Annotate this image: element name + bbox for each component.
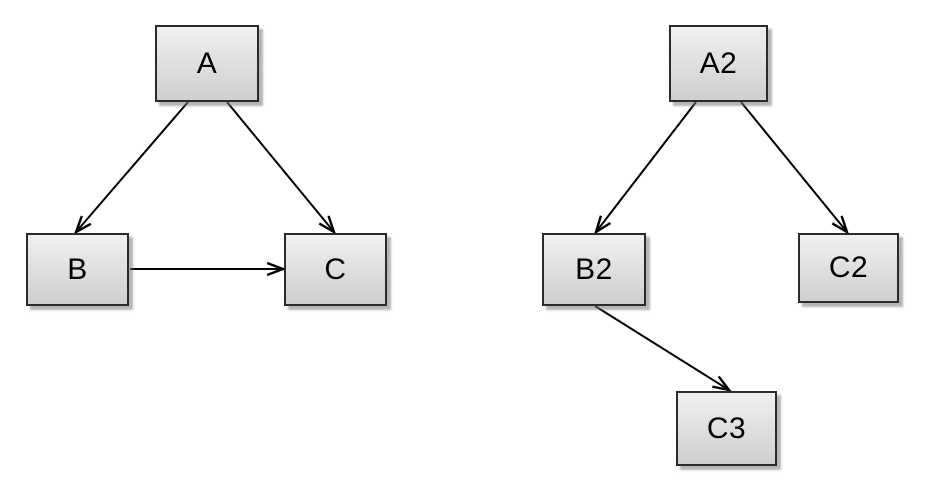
edge-line	[75, 101, 189, 233]
node-c2[interactable]: C2	[798, 233, 899, 303]
arrowhead-icon	[266, 261, 287, 277]
node-b[interactable]: B	[26, 233, 129, 306]
edge-line	[595, 101, 697, 233]
edge-line	[740, 101, 848, 233]
node-label: C2	[828, 251, 869, 284]
node-label: B	[67, 252, 88, 286]
arrowhead-icon	[831, 215, 850, 235]
arrowhead-icon	[73, 215, 92, 235]
edge-line	[226, 101, 335, 233]
node-label: C	[324, 252, 347, 286]
node-label: C3	[706, 411, 747, 445]
node-a2[interactable]: A2	[669, 25, 768, 102]
node-label: B2	[575, 252, 613, 286]
arrowhead-icon	[593, 215, 612, 235]
edge-a2-b2	[593, 101, 697, 235]
edge-b-c	[130, 261, 287, 277]
node-label: A2	[699, 46, 738, 80]
node-a[interactable]: A	[155, 25, 259, 102]
edge-a-c	[226, 101, 337, 235]
arrowhead-icon	[712, 375, 732, 392]
node-c[interactable]: C	[284, 233, 387, 306]
edge-a2-c2	[740, 101, 850, 235]
edge-a-b	[73, 101, 189, 235]
node-c3[interactable]: C3	[676, 391, 777, 466]
node-label: A	[196, 46, 218, 80]
arrowhead-icon	[318, 215, 337, 235]
edge-line	[594, 305, 730, 391]
node-b2[interactable]: B2	[542, 233, 646, 306]
edge-b2-c3	[594, 305, 732, 392]
